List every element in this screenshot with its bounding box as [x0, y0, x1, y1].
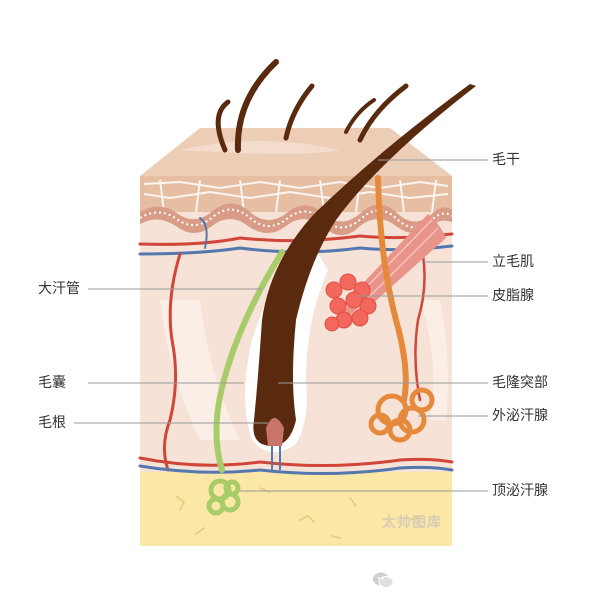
- wechat-icon: [372, 571, 394, 589]
- label-hair-follicle: 毛囊: [38, 375, 66, 391]
- footer-source: [372, 571, 402, 589]
- label-arrector-pili: 立毛肌: [492, 254, 534, 270]
- subcutaneous-layer: [140, 470, 452, 546]
- label-hair-root: 毛根: [38, 415, 66, 431]
- label-hair-shaft: 毛干: [492, 152, 520, 168]
- epidermis-layer: [140, 176, 452, 212]
- label-sebaceous-gland: 皮脂腺: [492, 288, 534, 304]
- label-eccrine-gland: 外泌汗腺: [492, 408, 548, 424]
- watermark: 太帅图库: [382, 512, 442, 532]
- label-apocrine-gland: 顶泌汗腺: [492, 483, 548, 499]
- label-bulge: 毛隆突部: [492, 375, 548, 391]
- label-sweat-duct: 大汗管: [38, 281, 80, 297]
